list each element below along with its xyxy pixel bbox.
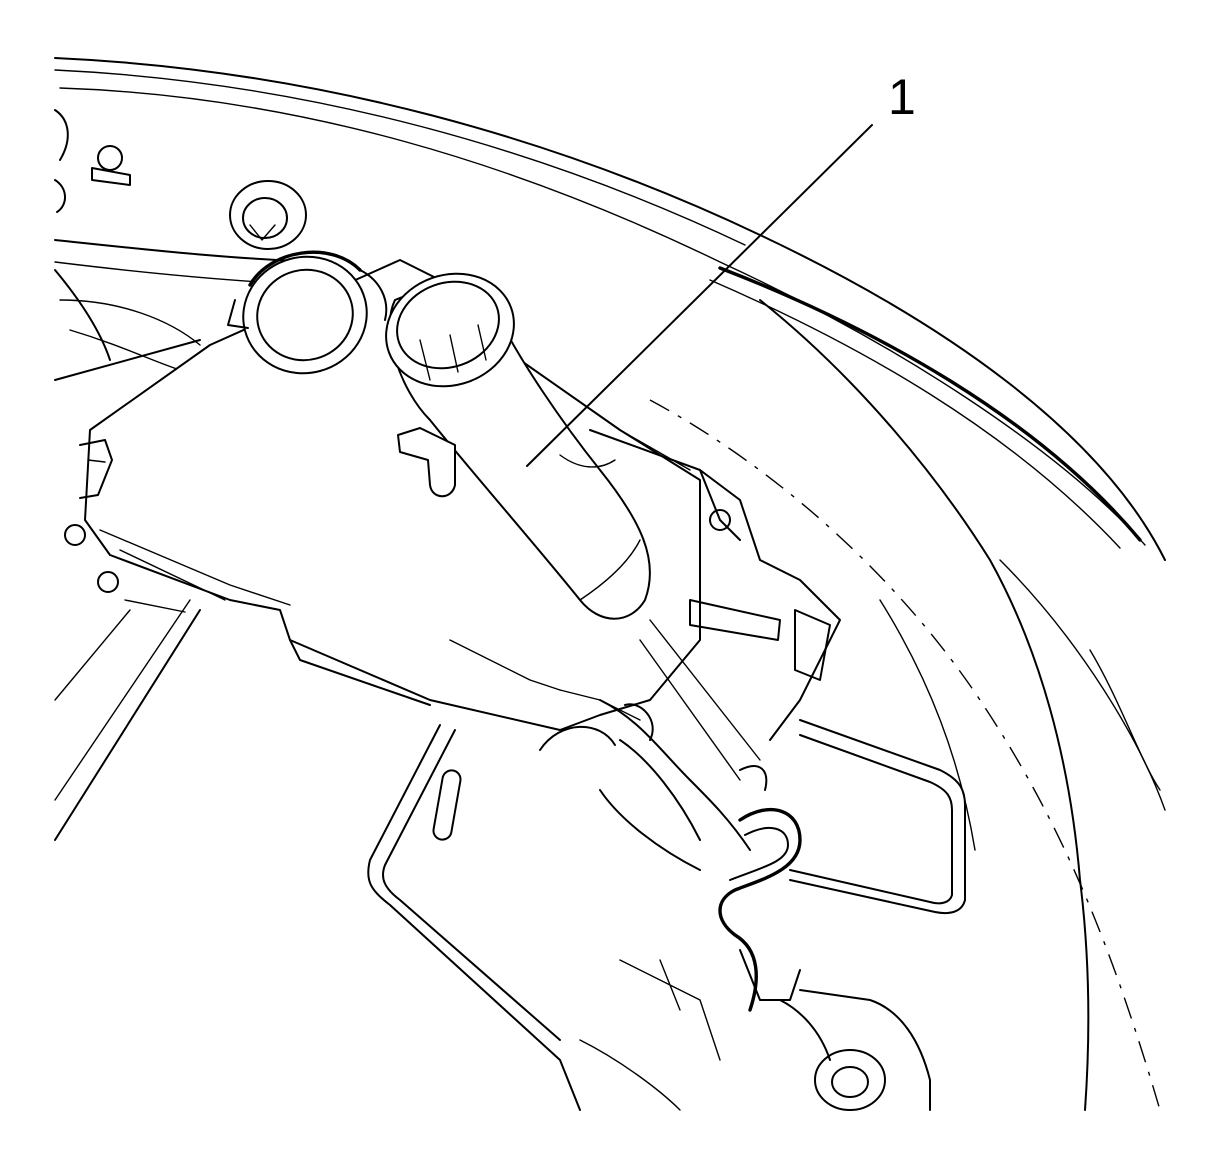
lower-right-bracket	[579, 949, 931, 1111]
lower-tray	[367, 719, 966, 1111]
upper-left-fasteners	[54, 109, 307, 250]
washer-fill-neck	[227, 250, 651, 620]
body-panel-outline	[54, 57, 1166, 1111]
hose-routing	[559, 689, 802, 1012]
callout-1: 1	[526, 69, 916, 467]
bracket-assembly	[589, 429, 841, 791]
callout-1-leader	[526, 124, 873, 467]
callout-1-label: 1	[888, 69, 916, 125]
